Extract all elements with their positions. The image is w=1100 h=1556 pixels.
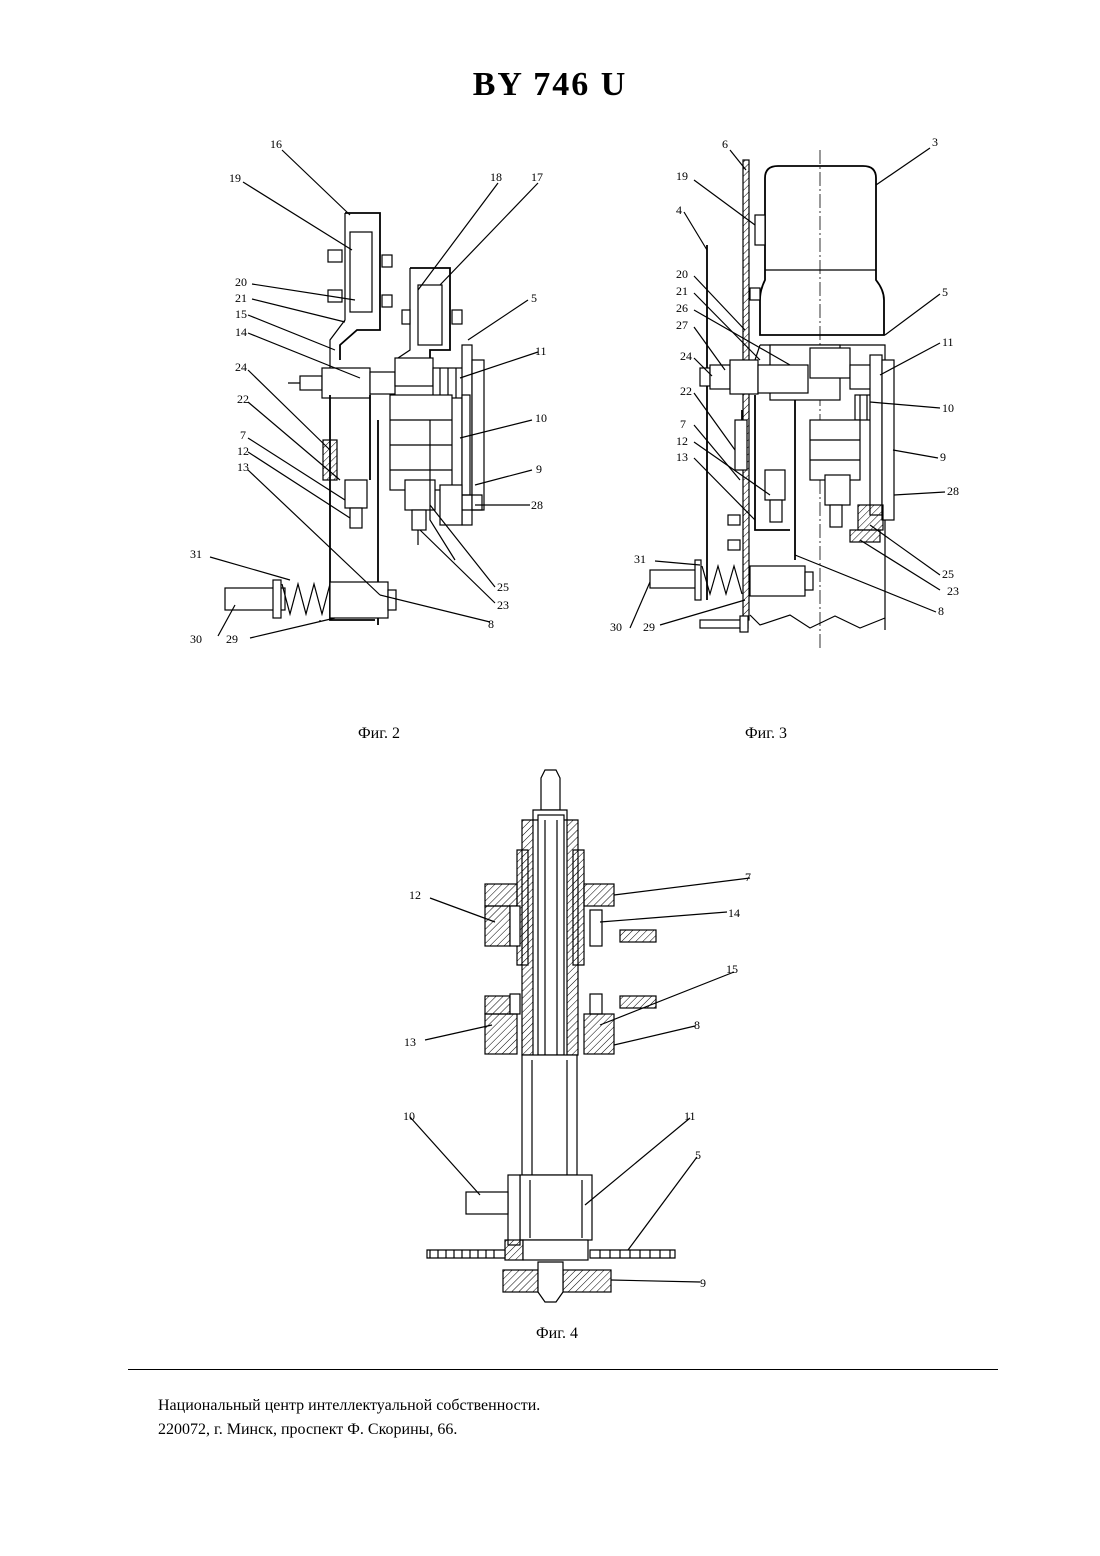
fig4-label-13: 13	[404, 1035, 416, 1049]
fig4-label-8: 8	[694, 1018, 700, 1032]
fig4-label-12: 12	[409, 888, 421, 902]
fig2-label-24: 24	[235, 360, 247, 374]
fig2-label-12: 12	[237, 444, 249, 458]
fig3-label-20: 20	[676, 267, 688, 281]
fig2-caption: Фиг. 2	[358, 725, 400, 743]
fig4-label-11: 11	[684, 1109, 696, 1123]
fig4-label-15: 15	[726, 962, 738, 976]
footer-address: 220072, г. Минск, проспект Ф. Скорины, 6…	[158, 1421, 457, 1439]
fig3-label-13: 13	[676, 450, 688, 464]
fig4-caption: Фиг. 4	[536, 1325, 578, 1343]
fig3-label-31: 31	[634, 552, 646, 566]
fig2-label-28: 28	[531, 498, 543, 512]
fig2-label-5: 5	[531, 291, 537, 305]
fig2-label-29: 29	[226, 632, 238, 646]
fig2-label-14: 14	[235, 325, 247, 339]
fig3-label-5: 5	[942, 285, 948, 299]
fig2-label-13: 13	[237, 460, 249, 474]
fig3-label-29: 29	[643, 620, 655, 634]
fig3-caption: Фиг. 3	[745, 725, 787, 743]
fig2-label-9: 9	[536, 462, 542, 476]
fig2-label-30: 30	[190, 632, 202, 646]
fig2-label-23: 23	[497, 598, 509, 612]
fig2-label-7: 7	[240, 428, 246, 442]
fig2-label-19: 19	[229, 171, 241, 185]
fig2-label-16: 16	[270, 137, 282, 151]
footer-organization: Национальный центр интеллектуальной собс…	[158, 1397, 540, 1415]
fig3-label-26: 26	[676, 301, 688, 315]
fig2-label-21: 21	[235, 291, 247, 305]
fig3-label-19: 19	[676, 169, 688, 183]
fig3-label-10: 10	[942, 401, 954, 415]
figure-3	[650, 150, 894, 650]
fig3-label-24: 24	[680, 349, 692, 363]
fig2-label-18: 18	[490, 170, 502, 184]
fig2-label-10: 10	[535, 411, 547, 425]
fig3-label-30: 30	[610, 620, 622, 634]
fig3-label-27: 27	[676, 318, 688, 332]
fig3-label-21: 21	[676, 284, 688, 298]
fig3-label-3: 3	[932, 135, 938, 149]
fig2-label-20: 20	[235, 275, 247, 289]
fig3-label-23: 23	[947, 584, 959, 598]
fig3-label-8: 8	[938, 604, 944, 618]
fig4-label-7: 7	[745, 870, 751, 884]
fig2-label-22: 22	[237, 392, 249, 406]
fig2-label-8: 8	[488, 617, 494, 631]
footer-divider	[128, 1369, 998, 1370]
fig3-label-28: 28	[947, 484, 959, 498]
fig3-label-11: 11	[942, 335, 954, 349]
fig4-label-14: 14	[728, 906, 740, 920]
fig3-label-7: 7	[680, 417, 686, 431]
fig4-label-9: 9	[700, 1276, 706, 1290]
fig2-label-31: 31	[190, 547, 202, 561]
figure-4	[427, 770, 675, 1302]
fig3-label-22: 22	[680, 384, 692, 398]
fig2-label-11: 11	[535, 344, 547, 358]
fig3-label-25: 25	[942, 567, 954, 581]
fig3-label-4: 4	[676, 203, 682, 217]
fig4-label-10: 10	[403, 1109, 415, 1123]
fig3-label-6: 6	[722, 137, 728, 151]
fig2-label-17: 17	[531, 170, 543, 184]
fig4-label-5: 5	[695, 1148, 701, 1162]
fig2-label-15: 15	[235, 307, 247, 321]
fig3-label-12: 12	[676, 434, 688, 448]
fig2-label-25: 25	[497, 580, 509, 594]
fig3-label-9: 9	[940, 450, 946, 464]
figure-2	[225, 213, 484, 625]
